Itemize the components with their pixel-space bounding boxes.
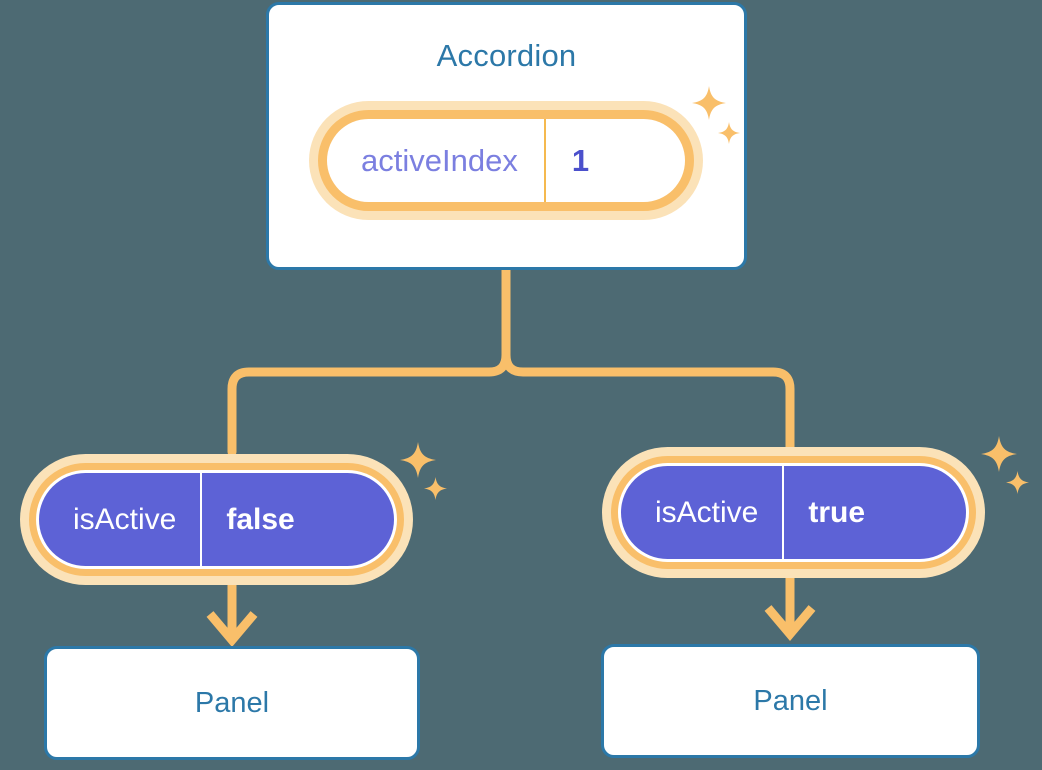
panel-label: Panel bbox=[753, 684, 828, 717]
state-pill-inner: isActive false bbox=[36, 470, 397, 569]
sparkle-icon bbox=[424, 477, 447, 500]
state-pill-is-active-false[interactable]: isActive false bbox=[29, 463, 404, 576]
state-pill-inner: isActive true bbox=[618, 463, 969, 562]
sparkle-icon bbox=[1006, 471, 1029, 494]
arrow-right-to-panel bbox=[764, 578, 816, 641]
connector-right-branch bbox=[501, 265, 795, 457]
state-pill-active-index[interactable]: activeIndex 1 bbox=[318, 110, 694, 211]
state-pill-body: isActive true bbox=[621, 466, 966, 559]
sparkle-icon bbox=[400, 442, 436, 478]
component-title: Accordion bbox=[436, 38, 577, 73]
state-key: isActive bbox=[655, 495, 759, 529]
state-value: false bbox=[200, 473, 328, 566]
state-value: true bbox=[782, 466, 899, 559]
sparkle-icon bbox=[981, 436, 1017, 472]
panel-box-right[interactable]: Panel bbox=[601, 644, 980, 758]
state-pill-body: isActive false bbox=[39, 473, 394, 566]
panel-label: Panel bbox=[194, 686, 270, 719]
state-value: 1 bbox=[543, 119, 623, 202]
state-key: isActive bbox=[73, 502, 177, 536]
state-pill-inner: activeIndex 1 bbox=[327, 119, 685, 202]
panel-box-left[interactable]: Panel bbox=[44, 646, 420, 760]
state-key: activeIndex bbox=[361, 142, 518, 178]
state-pill-is-active-true[interactable]: isActive true bbox=[611, 456, 976, 569]
connector-left-branch bbox=[227, 265, 511, 457]
arrow-left-to-panel bbox=[206, 585, 258, 647]
